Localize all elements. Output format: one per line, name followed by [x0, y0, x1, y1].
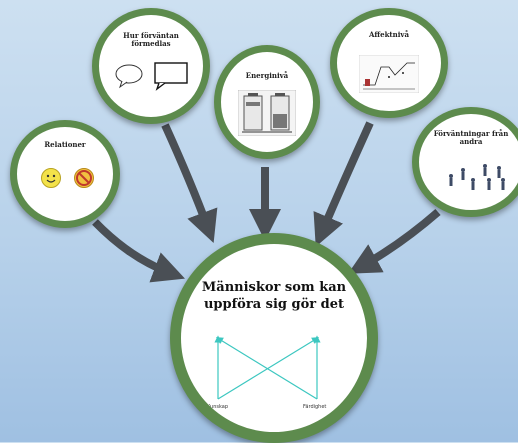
node-forvantningar: Förväntningar från andra: [412, 107, 518, 217]
people-group-icon: [449, 164, 505, 190]
node-affektniva: Affektnivå: [330, 8, 448, 118]
node-hur-line1: Hur förväntan: [123, 31, 179, 40]
node-hur-line2: förmedlas: [131, 39, 171, 48]
speech-box-icon: [154, 62, 188, 91]
node-forv-line2: andra: [459, 137, 483, 146]
node-forvantningar-title: Förväntningar från andra: [419, 130, 518, 146]
speech-bubble-icon: [115, 64, 143, 89]
node-hur-forvantan: Hur förväntan förmedlas: [92, 8, 210, 124]
angry-face-icon: [74, 168, 94, 188]
label-kunskap: Kunskap: [207, 404, 229, 410]
label-fardighet: Färdighet: [303, 404, 327, 410]
smiley-icon: [41, 168, 61, 188]
main-title: Människor som kan uppföra sig gör det: [181, 279, 367, 313]
main-title-line1: Människor som kan: [201, 280, 347, 295]
arrow-forvantningar: [347, 208, 441, 274]
main-circle: Människor som kan uppföra sig gör det Ku…: [170, 233, 378, 443]
arrow-hur-forvantan: [161, 123, 218, 243]
arrow-affektniva: [313, 121, 374, 247]
node-energiniva: Energinivå: [214, 45, 320, 159]
node-energiniva-title: Energinivå: [245, 71, 289, 80]
battery-image-icon: [238, 90, 296, 136]
affect-graph-icon: [359, 55, 419, 93]
cross-arrows: [214, 335, 321, 400]
node-forv-line1: Förväntningar från: [433, 129, 509, 138]
node-relationer: Relationer: [10, 120, 120, 228]
node-hur-forvantan-title: Hur förväntan förmedlas: [99, 32, 203, 48]
node-relationer-title: Relationer: [44, 140, 86, 149]
arrow-relationer: [92, 219, 185, 283]
node-affektniva-title: Affektnivå: [368, 30, 410, 39]
main-title-line2: uppföra sig gör det: [203, 297, 345, 312]
